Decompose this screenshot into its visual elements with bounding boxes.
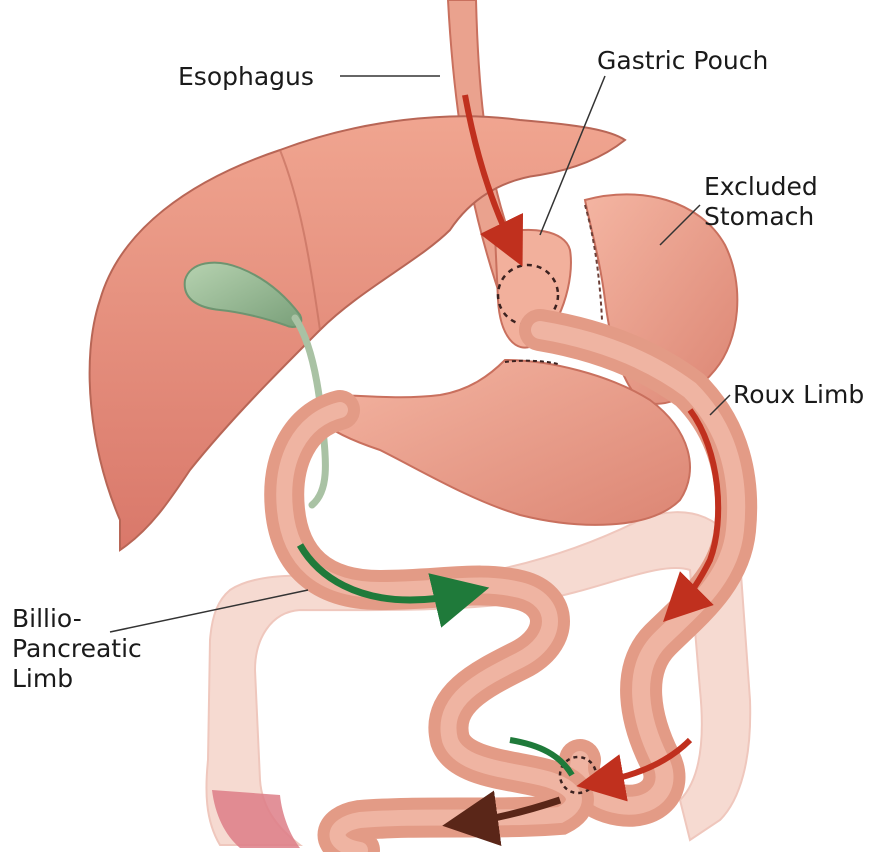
label-gastric-pouch: Gastric Pouch: [597, 46, 768, 76]
label-billio-line-1: Billio-: [12, 604, 142, 634]
label-billio-line-2: Pancreatic: [12, 634, 142, 664]
label-excluded-line-2: Stomach: [704, 202, 818, 232]
label-roux-limb: Roux Limb: [733, 380, 864, 410]
label-billio-pancreatic-limb: Billio- Pancreatic Limb: [12, 604, 142, 694]
label-billio-line-3: Limb: [12, 664, 142, 694]
label-excluded-stomach: Excluded Stomach: [704, 172, 818, 232]
label-excluded-line-1: Excluded: [704, 172, 818, 202]
label-esophagus: Esophagus: [178, 62, 314, 92]
